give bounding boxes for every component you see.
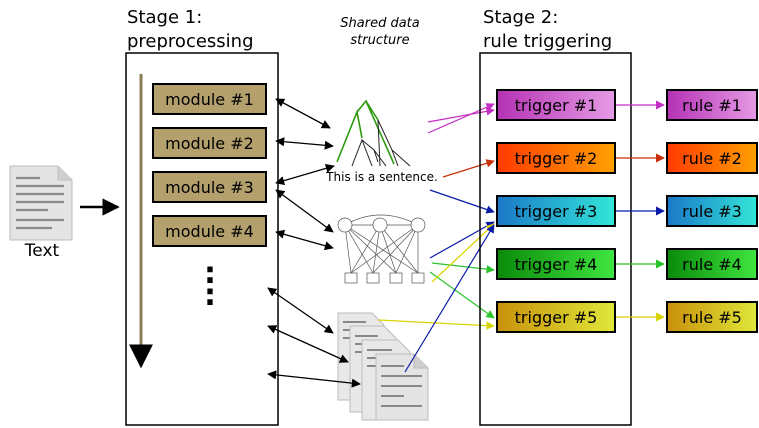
shared-title-line2: structure: [350, 33, 409, 48]
module-box-2: module #2: [152, 127, 267, 159]
trigger-label: trigger #2: [515, 149, 598, 168]
module-shared-arrows: [267, 98, 361, 388]
stage1-ellipsis-2: :: [204, 278, 216, 313]
stage1-ellipsis-1: :: [204, 256, 216, 291]
trigger-box-2: trigger #2: [496, 142, 616, 174]
module-label: module #3: [165, 178, 254, 197]
document-icon: [9, 165, 73, 241]
parse-tree-icon: This is a sentence.: [325, 99, 438, 184]
trigger-box-4: trigger #4: [496, 248, 616, 280]
module-label: module #4: [165, 222, 254, 241]
shared-title-line1: Shared data: [340, 16, 420, 31]
module-box-4: module #4: [152, 215, 267, 247]
input-text-label: Text: [24, 241, 60, 261]
graphical-model-icon: [337, 214, 426, 284]
trigger-box-5: trigger #5: [496, 301, 616, 333]
rule-box-3: rule #3: [666, 195, 758, 227]
trigger-label: trigger #5: [515, 308, 598, 327]
rule-box-2: rule #2: [666, 142, 758, 174]
stage1-title-line1: Stage 1:: [127, 7, 202, 28]
rule-box-4: rule #4: [666, 248, 758, 280]
module-label: module #2: [165, 134, 254, 153]
stage2-title-line2: rule triggering: [483, 31, 612, 52]
stage2-title-line1: Stage 2:: [483, 7, 558, 28]
rule-label: rule #1: [682, 96, 742, 115]
trigger-label: trigger #3: [515, 202, 598, 221]
rule-box-5: rule #5: [666, 301, 758, 333]
rule-label: rule #2: [682, 149, 742, 168]
document-stack-icon: [337, 312, 429, 421]
trigger-box-1: trigger #1: [496, 89, 616, 121]
module-box-1: module #1: [152, 83, 267, 115]
module-box-3: module #3: [152, 171, 267, 203]
stage2-panel: [479, 52, 632, 426]
rule-box-1: rule #1: [666, 89, 758, 121]
trigger-box-3: trigger #3: [496, 195, 616, 227]
trigger-label: trigger #1: [515, 96, 598, 115]
rule-label: rule #5: [682, 308, 742, 327]
module-label: module #1: [165, 90, 254, 109]
trigger-label: trigger #4: [515, 255, 598, 274]
stage1-title-line2: preprocessing: [127, 31, 254, 52]
rule-label: rule #3: [682, 202, 742, 221]
parse-sentence: This is a sentence.: [325, 170, 438, 184]
rule-label: rule #4: [682, 255, 742, 274]
shared-trigger-arrows: [377, 103, 495, 373]
